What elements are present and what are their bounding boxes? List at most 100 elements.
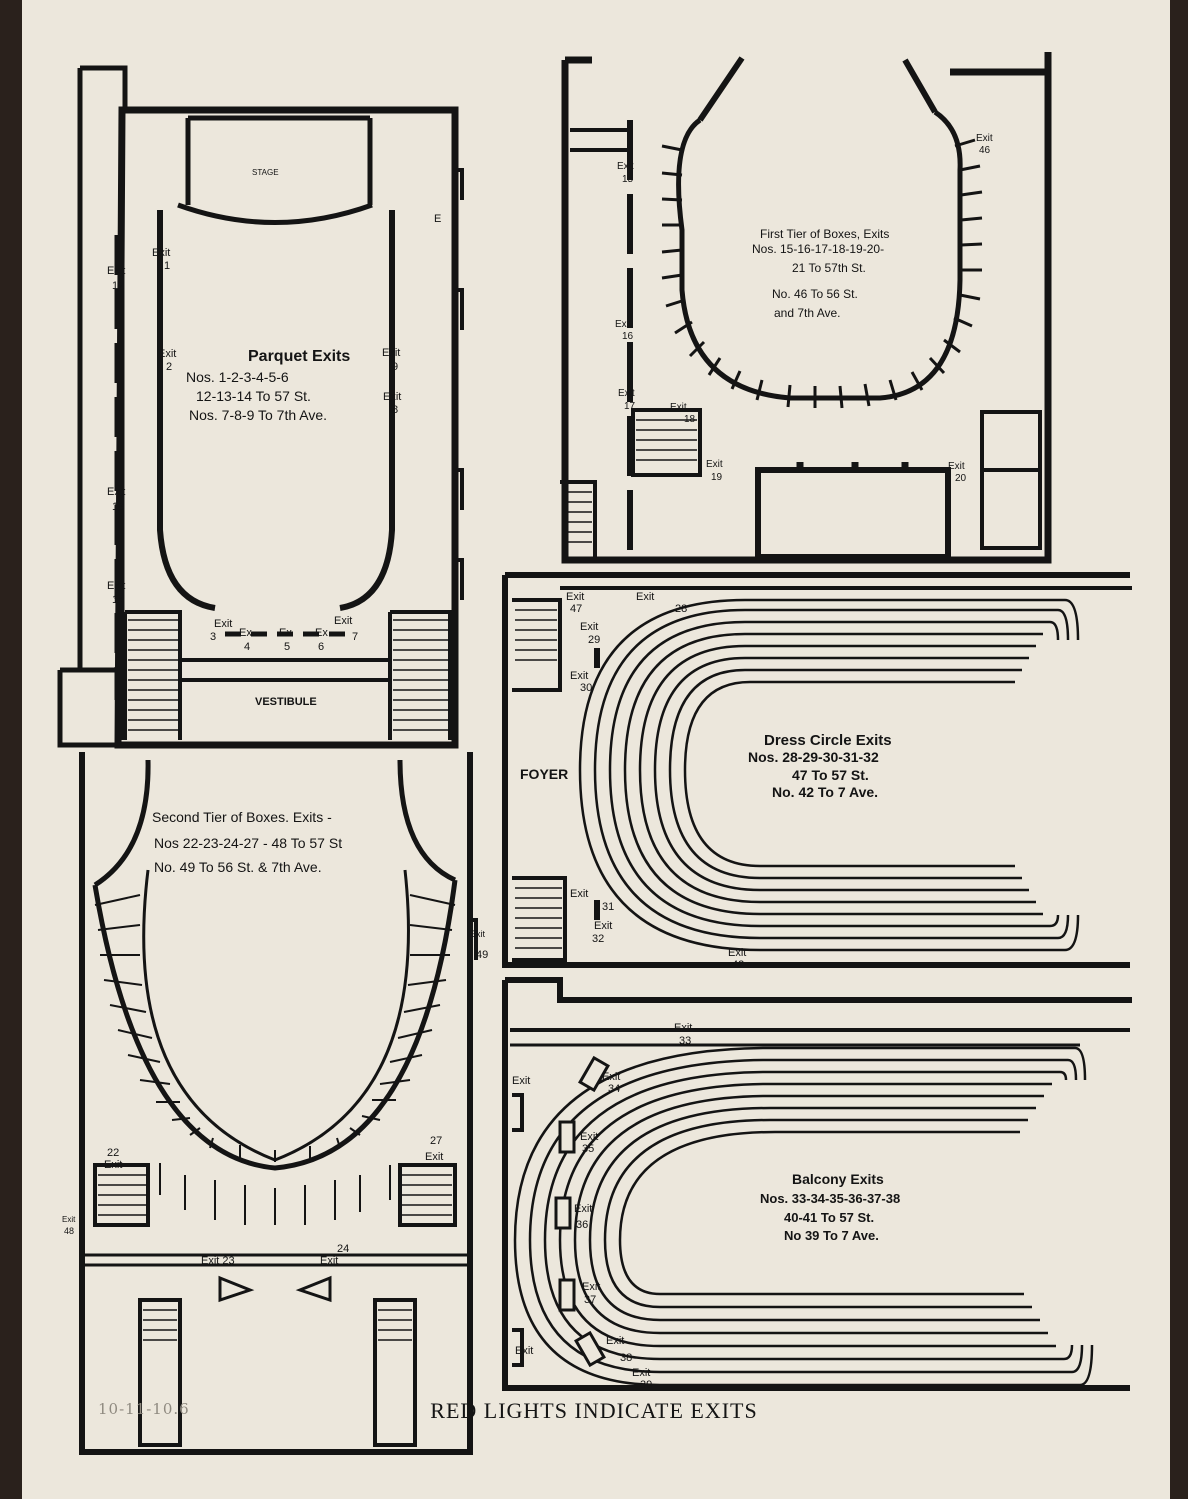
parquet-stage-label: STAGE bbox=[252, 168, 279, 177]
second-tier-exit-triangles bbox=[218, 1275, 332, 1303]
exit-36-label: Exit bbox=[574, 1203, 592, 1215]
exit-17-number: 17 bbox=[624, 401, 636, 412]
exit-35-number: 35 bbox=[582, 1143, 594, 1155]
exit-37-number: 37 bbox=[584, 1294, 596, 1306]
exit-27-number: 27 bbox=[430, 1135, 442, 1147]
exit-39-number: 39 bbox=[640, 1379, 652, 1391]
exit-42-label: Exit bbox=[728, 947, 746, 959]
exit-18-label: Exit bbox=[670, 402, 687, 413]
dress-circle-seat-rows bbox=[578, 598, 1065, 952]
exit-12-label: Exit bbox=[107, 265, 125, 277]
exit-42-number: 42 bbox=[732, 959, 744, 971]
parquet-left-annex bbox=[57, 65, 128, 748]
exit-1-number: 1 bbox=[164, 260, 170, 272]
exit-48-label: Exit bbox=[62, 1215, 76, 1224]
exit-23-label: Exit 23 bbox=[201, 1255, 235, 1267]
first-tier-line-4: and 7th Ave. bbox=[774, 306, 841, 320]
exit-28-number: 28 bbox=[675, 603, 687, 615]
exit-48-number: 48 bbox=[64, 1226, 74, 1236]
exit-15-label: Exit bbox=[617, 161, 634, 172]
exit-20-number: 20 bbox=[955, 473, 967, 484]
parquet-auditorium bbox=[157, 210, 395, 611]
first-tier-exit-labels: Exit 15 Exit 16 Exit 17 Exit 18 Exit 19 … bbox=[615, 133, 993, 484]
exit-4-number: 4 bbox=[244, 641, 250, 653]
exit-7-label: Exit bbox=[334, 615, 352, 627]
exit-20-label: Exit bbox=[948, 461, 965, 472]
parquet-stairs-left bbox=[123, 610, 182, 740]
first-tier-center-ticks bbox=[796, 462, 909, 470]
dress-circle-stair-bottom bbox=[512, 876, 567, 962]
exit-36-number: 36 bbox=[576, 1219, 588, 1231]
exit-2-number: 2 bbox=[166, 361, 172, 373]
first-tier-stair-treads bbox=[563, 419, 697, 543]
dress-circle-row-ends bbox=[1049, 598, 1080, 952]
exit-2-label: Exit bbox=[158, 348, 176, 360]
second-tier-title: Second Tier of Boxes. Exits - bbox=[152, 809, 332, 825]
foyer-label: FOYER bbox=[520, 766, 568, 782]
balcony-exit-doors bbox=[554, 1055, 610, 1368]
exit-caption: RED LIGHTS INDICATE EXITS bbox=[430, 1398, 758, 1423]
exit-38-label: Exit bbox=[606, 1335, 624, 1347]
exit-33-number: 33 bbox=[679, 1035, 691, 1047]
second-tier-line-2: No. 49 To 56 St. & 7th Ave. bbox=[154, 859, 322, 875]
parquet-stair-treads bbox=[128, 619, 448, 731]
exit-18-number: 18 bbox=[684, 414, 696, 425]
exit-31-number: 31 bbox=[602, 901, 614, 913]
second-tier-line-1: Nos 22-23-24-27 - 48 To 57 St bbox=[154, 835, 342, 851]
dress-circle-stair-top bbox=[512, 598, 562, 692]
dress-circle-line-1: Nos. 28-29-30-31-32 bbox=[748, 749, 879, 765]
parquet-line-3: Nos. 7-8-9 To 7th Ave. bbox=[189, 407, 327, 423]
dress-circle-title: Dress Circle Exits bbox=[764, 732, 892, 749]
exit-24-label: Exit bbox=[320, 1255, 338, 1267]
exit-16-number: 16 bbox=[622, 331, 634, 342]
exit-30-label: Exit bbox=[570, 670, 588, 682]
exit-31-label: Exit bbox=[570, 888, 588, 900]
balcony-plan bbox=[502, 977, 1132, 1391]
first-tier-box-ticks bbox=[661, 138, 983, 409]
dress-circle-exit-labels: Exit 47 Exit 28 Exit 29 Exit 30 Exit 31 … bbox=[566, 591, 746, 971]
exit-8-label: Exit bbox=[383, 391, 401, 403]
second-tier-plan bbox=[79, 752, 478, 1455]
exit-39-label: Exit bbox=[632, 1367, 650, 1379]
parquet-title: Parquet Exits bbox=[248, 348, 350, 365]
first-tier-center-block bbox=[755, 467, 951, 560]
exit-12-number: 12 bbox=[112, 280, 124, 292]
exit-6-label: Ex bbox=[315, 627, 328, 639]
second-tier-box-ticks bbox=[94, 894, 456, 1162]
parquet-vestibule-label: VESTIBULE bbox=[255, 696, 317, 708]
exit-35-label: Exit bbox=[580, 1131, 598, 1143]
balcony-title: Balcony Exits bbox=[792, 1171, 884, 1187]
balcony-outer-walls bbox=[502, 977, 1132, 1391]
second-tier-side-walls bbox=[82, 1253, 470, 1267]
parquet-exit-labels: Exit 1 Exit 2 Exit 9 Exit 8 Exit 12 Exit… bbox=[107, 247, 401, 653]
balcony-line-1: Nos. 33-34-35-36-37-38 bbox=[760, 1191, 900, 1206]
exit-47-number: 47 bbox=[570, 603, 582, 615]
exit-7-number: 7 bbox=[352, 631, 358, 643]
exit-19-label: Exit bbox=[706, 459, 723, 470]
second-tier-side-exit bbox=[470, 918, 478, 960]
exit-3-number: 3 bbox=[210, 631, 216, 643]
balcony-left-door-bottom bbox=[512, 1328, 524, 1367]
dress-circle-line-3: No. 42 To 7 Ave. bbox=[772, 784, 878, 800]
exit-16-label: Exit bbox=[615, 319, 632, 330]
exit-5-label: Ex bbox=[279, 627, 292, 639]
first-tier-line-2: 21 To 57th St. bbox=[792, 261, 866, 275]
first-tier-title: First Tier of Boxes, Exits bbox=[760, 227, 889, 241]
exit-19-number: 19 bbox=[711, 472, 723, 483]
dress-circle-outer-walls bbox=[502, 572, 1130, 968]
second-tier-aisle-lines bbox=[159, 1163, 391, 1225]
exit-9-number: 9 bbox=[392, 361, 398, 373]
balcony-row-ends bbox=[1059, 1046, 1094, 1387]
first-tier-left-stairs bbox=[560, 408, 702, 560]
exit-32-number: 32 bbox=[592, 933, 604, 945]
parquet-e-mark: E bbox=[434, 213, 441, 225]
exit-49-number: 49 bbox=[476, 949, 488, 961]
exit-38-number: 38 bbox=[620, 1352, 632, 1364]
exit-29-number: 29 bbox=[588, 634, 600, 646]
parquet-plan bbox=[57, 65, 464, 749]
exit-4-label: Ex bbox=[239, 627, 252, 639]
exit-1-label: Exit bbox=[152, 247, 170, 259]
exit-27-label: Exit bbox=[425, 1151, 443, 1163]
parquet-line-2: 12-13-14 To 57 St. bbox=[196, 388, 311, 404]
